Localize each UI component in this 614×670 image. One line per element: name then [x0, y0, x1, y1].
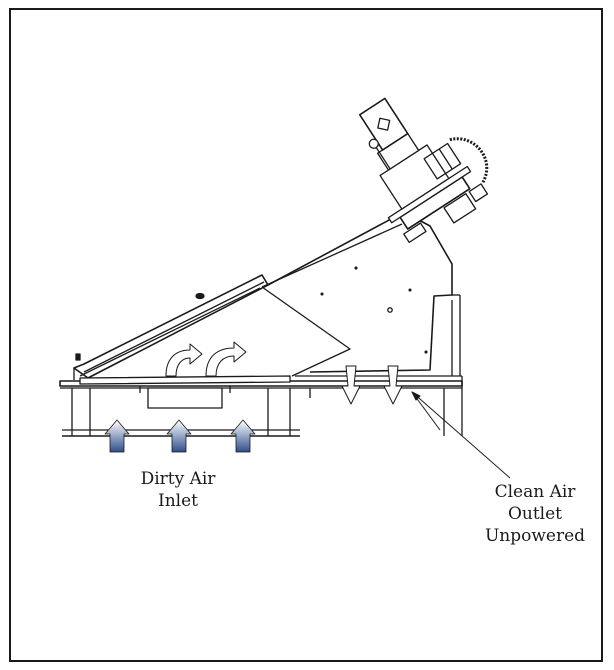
clean-air-label-line-2: Outlet: [507, 504, 563, 524]
dirty-air-label-line-2: Inlet: [158, 491, 198, 511]
fan-motor-assembly: [358, 97, 489, 244]
dirty-air-arrows: [104, 419, 256, 453]
clean-air-outlet-label: Clean Air Outlet Unpowered: [470, 481, 600, 547]
dirty-air-inlet-label: Dirty Air Inlet: [108, 468, 248, 512]
diagram-frame: [9, 8, 603, 662]
dirty-air-label-line-1: Dirty Air: [140, 469, 216, 489]
clean-air-label-line-3: Unpowered: [484, 526, 586, 546]
filter-media: [261, 211, 405, 377]
clean-air-arrows: [341, 365, 403, 405]
clean-air-leader-lines: [411, 391, 511, 479]
cabinet-body: [309, 211, 461, 376]
clean-air-label-line-1: Clean Air: [494, 482, 576, 502]
flow-arrows: [165, 341, 247, 377]
filter-hood: [73, 274, 291, 385]
